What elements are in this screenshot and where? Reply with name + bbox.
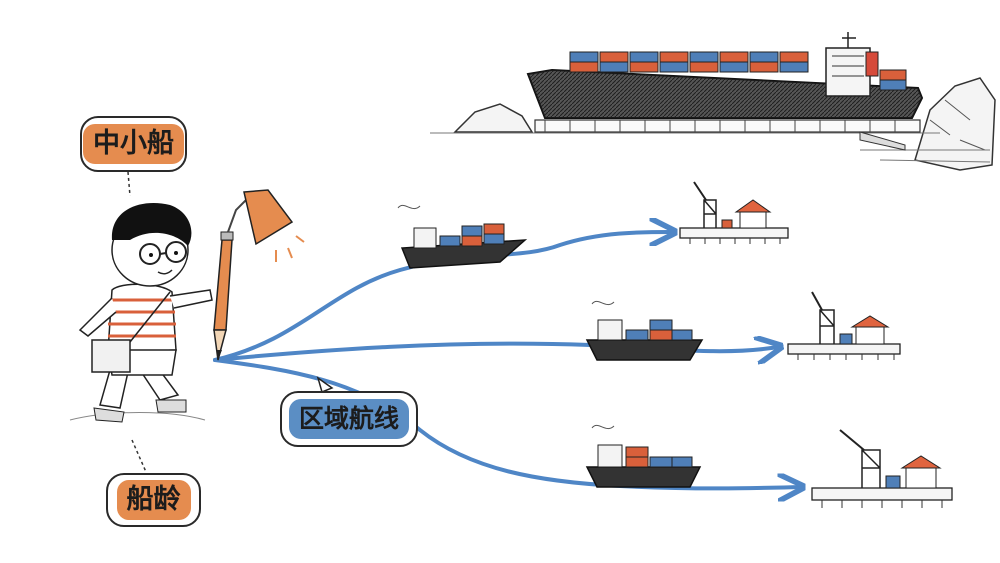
crane-icon — [811, 291, 835, 344]
vessel-type-text: 中小船 — [83, 124, 184, 164]
port-house-icon — [734, 199, 772, 229]
bubble-tail — [316, 376, 334, 394]
port-2 — [787, 291, 901, 360]
rock-icon — [914, 77, 996, 171]
route-type-label: 区域航线 — [280, 391, 418, 447]
small-container-ship-icon — [397, 204, 528, 269]
small-container-ship-icon — [585, 300, 704, 361]
route-to-port-2 — [213, 344, 778, 360]
vessel-type-label: 中小船 — [80, 116, 187, 172]
dock-icon — [811, 487, 953, 501]
route-type-text: 区域航线 — [288, 399, 409, 439]
crane-icon — [693, 181, 717, 228]
lamp-icon — [227, 189, 305, 262]
dock-icon — [787, 343, 901, 355]
bag-icon — [91, 339, 131, 373]
port-1 — [679, 181, 789, 244]
port-house-icon — [850, 315, 890, 345]
large-container-ship-icon — [430, 32, 996, 171]
pencil-icon — [213, 231, 234, 361]
crane-icon — [839, 429, 881, 488]
vessel-age-label: 船龄 — [106, 473, 201, 527]
dock-icon — [679, 227, 789, 239]
connector-top — [127, 171, 131, 197]
vessel-age-text: 船龄 — [116, 480, 191, 520]
person-icon — [69, 203, 213, 423]
small-container-ship-icon — [585, 424, 702, 488]
rock-icon — [453, 103, 534, 133]
port-3 — [811, 429, 953, 508]
port-house-icon — [900, 455, 942, 489]
route-lines — [213, 232, 800, 488]
connector-bottom — [131, 439, 147, 473]
